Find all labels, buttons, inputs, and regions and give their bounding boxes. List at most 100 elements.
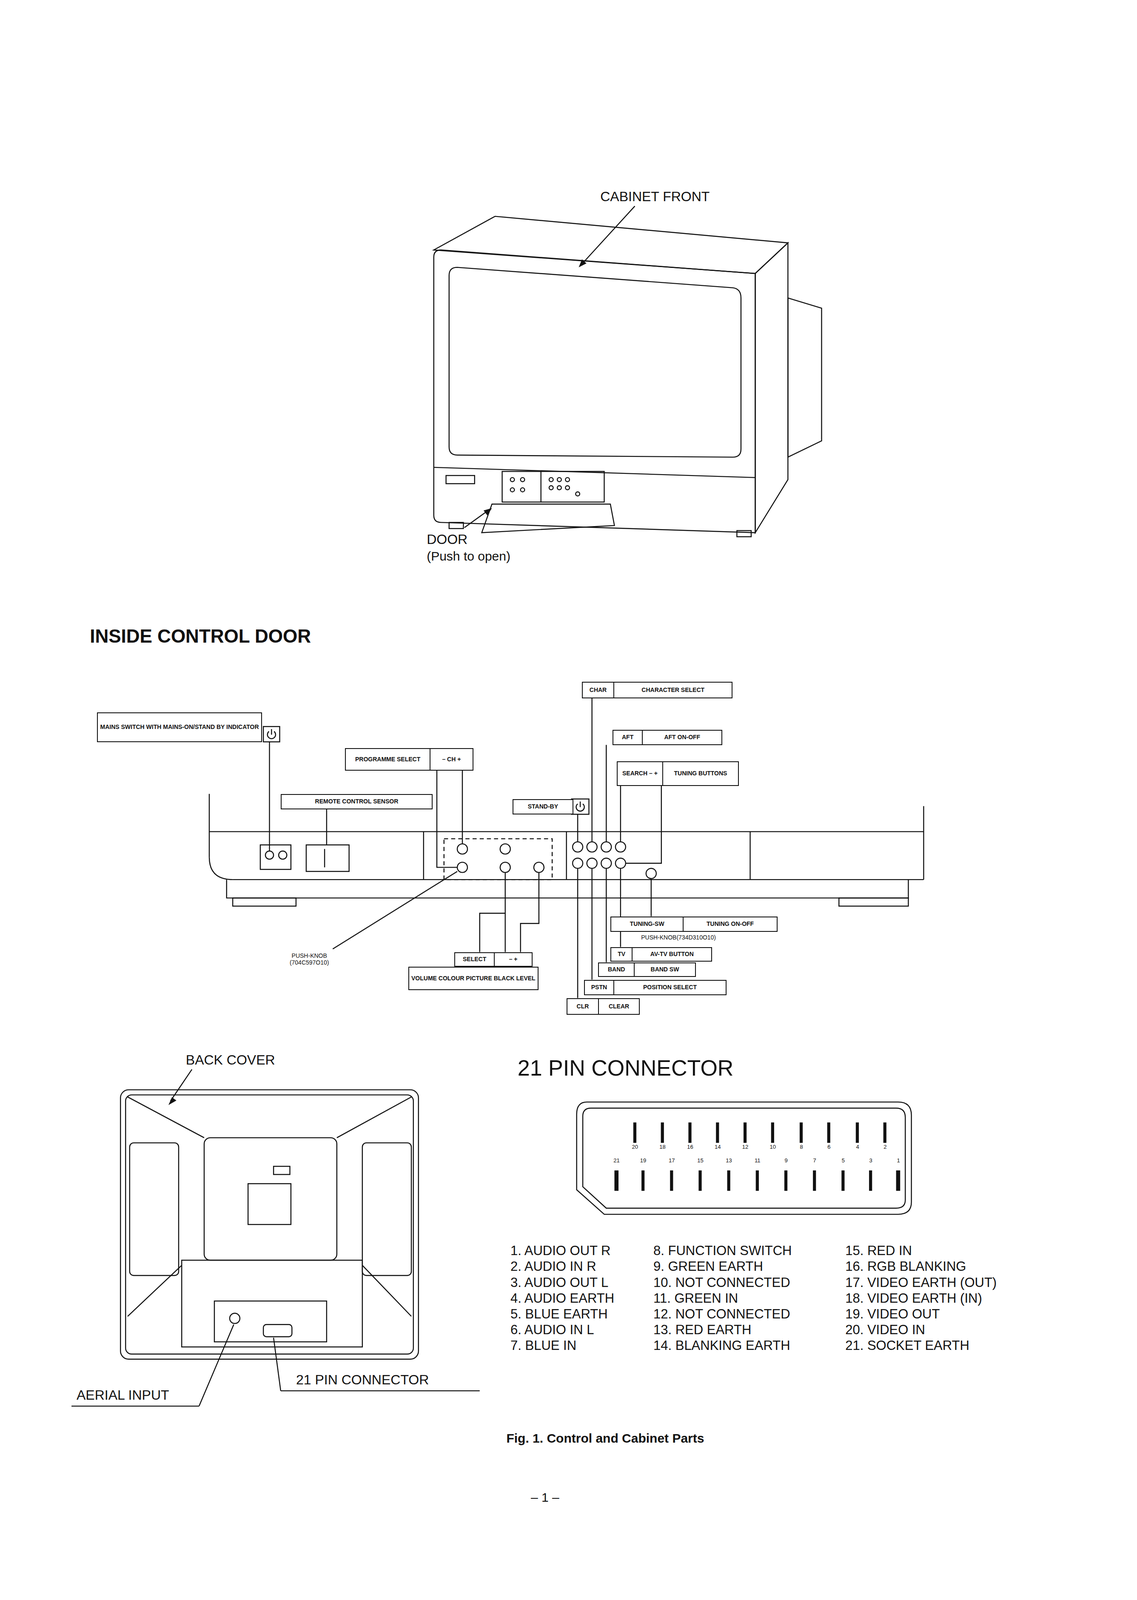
- leader-line: [577, 868, 579, 999]
- part-label: PUSH-KNOB(734D310O10): [641, 934, 716, 941]
- pin-number: 21: [610, 1157, 623, 1165]
- pin-name: 21. SOCKET EARTH: [845, 1338, 970, 1354]
- leader-line: [650, 878, 652, 917]
- part-label: AERIAL INPUT: [76, 1387, 170, 1404]
- control-panel: [260, 845, 291, 870]
- label-box: MAINS SWITCH WITH MAINS-ON/STAND BY INDI…: [96, 712, 263, 743]
- back-cover-illustration: [120, 1089, 419, 1360]
- connector-pin: [633, 1122, 637, 1143]
- box-text: TV: [611, 948, 632, 961]
- label-box: TVAV-TV BUTTON: [610, 947, 713, 962]
- pin-number: 4: [851, 1144, 864, 1151]
- leader-line: [168, 1097, 177, 1106]
- leader-line: [605, 868, 607, 963]
- pin-number: 1: [892, 1157, 905, 1165]
- scart-connector: [576, 1102, 912, 1215]
- pin-number: 15: [694, 1157, 707, 1165]
- control-panel: [209, 857, 233, 880]
- pin-name: 4. AUDIO EARTH: [510, 1290, 615, 1307]
- pin-number: 14: [711, 1144, 724, 1151]
- pin-name: 3. AUDIO OUT L: [510, 1275, 609, 1291]
- control-panel: [457, 843, 468, 855]
- pin-number: 18: [656, 1144, 669, 1151]
- control-panel: [533, 862, 545, 873]
- tv-illustration: [481, 504, 615, 533]
- leader-line: [520, 872, 539, 952]
- label-box: BANDBAND SW: [598, 962, 696, 978]
- connector-pin: [614, 1170, 619, 1192]
- leader-line: [268, 741, 270, 852]
- back-cover-illustration: [229, 1313, 240, 1324]
- control-panel: [306, 845, 350, 872]
- power-symbol: [263, 726, 589, 815]
- pin-number: 13: [722, 1157, 736, 1165]
- control-panel: [423, 831, 425, 880]
- label-box: PSTNPOSITION SELECT: [584, 980, 727, 996]
- part-label: 21 PIN CONNECTOR: [517, 1055, 734, 1082]
- part-label: PUSH-KNOB (704C597O10): [277, 952, 342, 967]
- tv-illustration: [510, 487, 515, 493]
- control-panel: [226, 879, 909, 898]
- pin-name: 9. GREEN EARTH: [653, 1259, 764, 1275]
- scart-connector: [576, 1102, 912, 1215]
- pin-number: 6: [822, 1144, 835, 1151]
- control-panel: [232, 897, 297, 907]
- pin-name: 17. VIDEO EARTH (OUT): [845, 1275, 997, 1291]
- box-text: TUNING ON-OFF: [682, 917, 777, 932]
- box-text: AFT ON-OFF: [641, 730, 722, 745]
- control-panel: [572, 841, 583, 853]
- pin-name: 1. AUDIO OUT R: [510, 1243, 611, 1259]
- pin-number: 16: [683, 1144, 697, 1151]
- box-text: MAINS SWITCH WITH MAINS-ON/STAND BY INDI…: [97, 713, 262, 742]
- leader-line: [605, 744, 607, 842]
- power-symbol: [270, 729, 272, 735]
- back-cover-illustration: [247, 1183, 291, 1225]
- label-box: STAND-BY: [512, 799, 574, 815]
- pin-number: 10: [766, 1144, 779, 1151]
- connector-pin: [827, 1122, 831, 1143]
- leader-line: [620, 785, 622, 842]
- leader-line: [591, 868, 593, 981]
- connector-pin: [841, 1170, 845, 1192]
- leader-line: [504, 872, 506, 952]
- tv-illustration: [520, 477, 525, 482]
- leader-line: [326, 809, 328, 846]
- leader-line: [273, 1337, 281, 1391]
- box-text: PROGRAMME SELECT: [345, 749, 430, 770]
- control-panel: [838, 897, 909, 907]
- control-panel: [500, 862, 511, 873]
- tv-illustration: [557, 477, 562, 482]
- control-panel: [566, 831, 568, 880]
- part-label: CABINET FRONT: [600, 188, 710, 205]
- pin-number: 2: [878, 1144, 892, 1151]
- tv-illustration: [433, 216, 789, 274]
- box-text: TUNING BUTTONS: [662, 762, 739, 786]
- connector-pin: [715, 1122, 719, 1143]
- leader-line: [483, 508, 493, 516]
- box-text: BAND: [598, 963, 634, 977]
- tv-illustration: [736, 530, 752, 537]
- box-text: CLR: [567, 999, 599, 1014]
- tv-illustration: [540, 471, 542, 502]
- box-text: VOLUME COLOUR PICTURE BLACK LEVEL: [409, 967, 538, 990]
- tv-illustration: [557, 485, 562, 491]
- control-panel: [601, 858, 612, 869]
- back-cover-illustration: [129, 1142, 179, 1276]
- control-panel: [209, 794, 924, 907]
- tv-illustration: [433, 250, 756, 533]
- control-panel: [500, 843, 511, 855]
- connector-pin: [855, 1122, 859, 1143]
- control-panel: [587, 841, 598, 853]
- label-box: REMOTE CONTROL SENSOR: [280, 794, 433, 810]
- label-box: TUNING-SWTUNING ON-OFF: [610, 916, 778, 932]
- leader-line: [479, 913, 506, 952]
- pin-name: 2. AUDIO IN R: [510, 1259, 597, 1275]
- tv-illustration: [449, 522, 464, 529]
- pin-name: 12. NOT CONNECTED: [653, 1306, 791, 1323]
- connector-pin: [641, 1170, 645, 1192]
- connector-pin: [743, 1122, 747, 1143]
- label-box: PROGRAMME SELECT– CH +: [344, 748, 474, 771]
- box-text: REMOTE CONTROL SENSOR: [281, 795, 432, 809]
- pin-name: 19. VIDEO OUT: [845, 1306, 940, 1323]
- box-text: SELECT: [455, 953, 494, 967]
